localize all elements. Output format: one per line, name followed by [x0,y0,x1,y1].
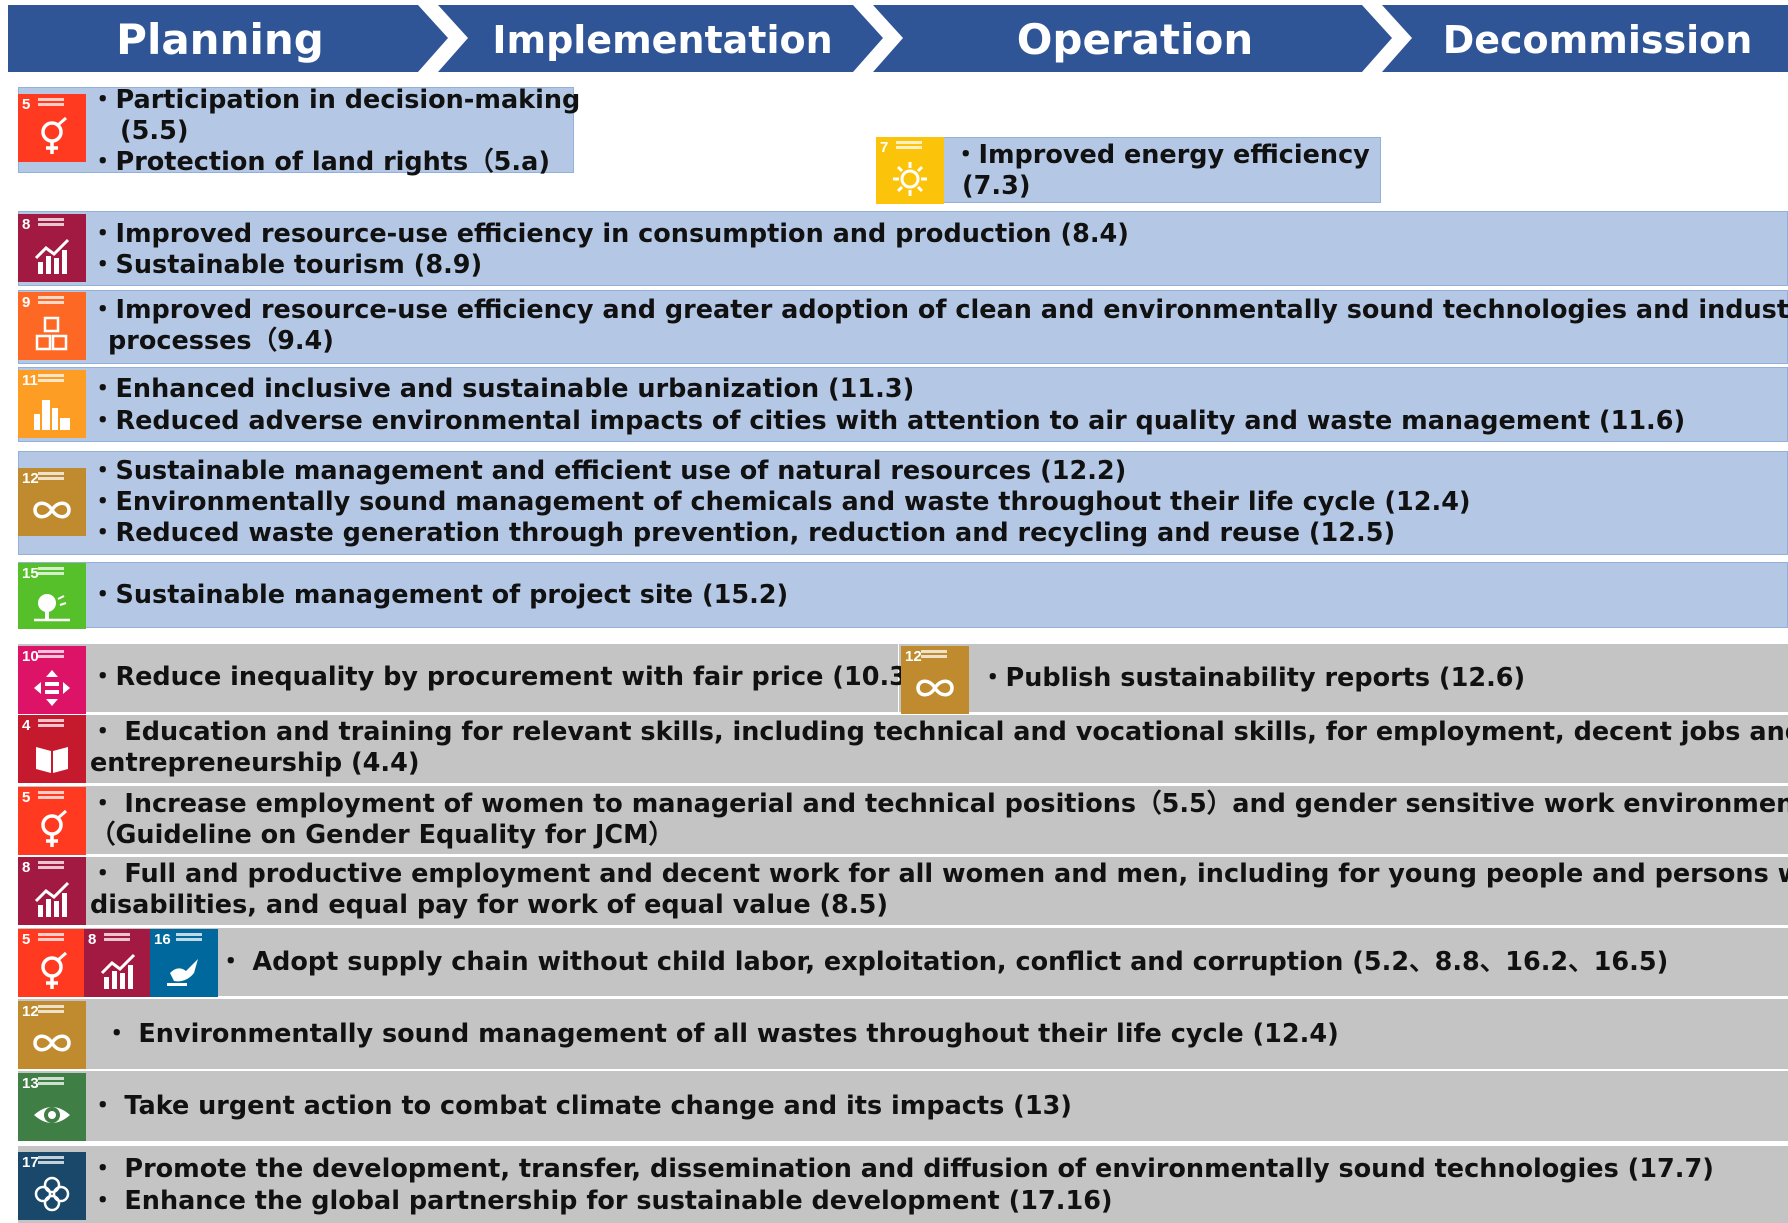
goal8-line-2: ・Sustainable tourism (8.9) [90,250,483,280]
sdg15-tile: 15 [18,563,86,629]
goal4-line-1: ・ Education and training for relevant sk… [90,717,1788,747]
row-goal4 [18,715,1788,783]
row-goal11 [18,367,1788,442]
sun-icon [893,162,927,196]
dove-icon [167,959,198,986]
sdg12b-tile: 12 [901,646,969,714]
goal11-line-1: ・Enhanced inclusive and sustainable urba… [90,374,915,404]
sdg8b-tile: 8 [18,857,86,925]
sdg5-tile: 5 [18,94,86,162]
goal9-line-1: ・Improved resource-use efficiency and gr… [90,295,1788,325]
planning-line-3: ・Protection of land rights（5.a) [90,147,550,177]
growth-chart-icon [100,953,136,989]
equality-icon [34,670,70,706]
row-supply-chain [18,928,1788,996]
growth-chart-icon [34,238,70,274]
energy-line-1: ・Improved energy efficiency [953,140,1370,170]
sdg17-tile: 17 [18,1152,86,1220]
row-goal12-reports [899,644,1788,712]
sdg5b-tile: 5 [18,787,86,855]
goal8b-line-1: ・ Full and productive employment and dec… [90,859,1788,889]
goal10-line-1: ・Reduce inequality by procurement with f… [90,662,919,692]
gender-icon [41,951,67,989]
phase-operation: Operation [1016,15,1254,64]
phase-planning: Planning [116,15,324,64]
row-goal9 [18,290,1788,364]
planning-line-1: ・Participation in decision-making [90,85,581,115]
city-icon [34,400,70,430]
tree-icon [34,594,70,622]
row-goal17 [18,1146,1788,1223]
gender-icon [41,116,67,154]
row-goal13 [18,1071,1788,1141]
phase-decommission: Decommission [1442,18,1753,62]
sdg9-tile: 9 [18,292,86,360]
goal8-line-1: ・Improved resource-use efficiency in con… [90,219,1129,249]
sdg5c-tile: 5 [18,929,86,997]
row-goal10 [18,644,898,712]
row-goal5-gender [18,786,1788,854]
goal17-line-1: ・ Promote the development, transfer, dis… [90,1154,1714,1184]
planning-line-2: (5.5) [120,116,189,146]
sdg10-tile: 10 [18,646,86,714]
infinity-icon [33,1034,71,1052]
sdg12c-tile: 12 [18,1001,86,1069]
sdg12-tile: 12 [18,468,86,536]
cubes-icon [35,316,68,351]
growth-chart-icon [34,881,70,917]
row-goal8 [18,211,1788,286]
goal12-line-2: ・Environmentally sound management of che… [90,487,1471,517]
goal11-line-2: ・Reduced adverse environmental impacts o… [90,406,1686,436]
row-planning-goal5 [18,87,574,173]
sdg7-tile: 7 [876,137,944,204]
energy-line-2: (7.3) [962,171,1031,201]
goal17-line-2: ・ Enhance the global partnership for sus… [90,1186,1113,1216]
goal12-line-3: ・Reduced waste generation through preven… [90,518,1396,548]
row-goal12-wastes [18,999,1788,1069]
goal4-line-2: entrepreneurship (4.4) [90,748,420,778]
infinity-icon [33,501,71,519]
goal5-line-2: （Guideline on Gender Equality for JCM） [90,820,674,850]
phase-chevron-bar [8,5,1788,72]
sdg11-tile: 11 [18,370,86,438]
infinity-icon [916,679,954,697]
row-energy-goal7 [876,137,1381,203]
gender-icon [41,809,67,847]
goal9-line-2: processes（9.4) [108,326,334,356]
row-goal15 [18,562,1788,628]
globe-eye-icon [34,1107,70,1123]
goal15-line-1: ・Sustainable management of project site … [90,580,789,610]
phase-implementation: Implementation [492,18,833,62]
row-goal8-employment [18,857,1788,925]
row-goal12 [18,451,1788,555]
sdg16-tile: 16 [150,929,218,997]
goal12b-line-1: ・Publish sustainability reports (12.6) [980,663,1526,693]
goal12c-line-1: ・ Environmentally sound management of al… [104,1019,1339,1049]
goal8b-line-2: disabilities, and equal pay for work of … [90,890,888,920]
sdg8c-tile: 8 [84,929,152,997]
goal12-line-1: ・Sustainable management and efficient us… [90,456,1127,486]
sdg13-tile: 13 [18,1073,86,1141]
goal13-line-1: ・ Take urgent action to combat climate c… [90,1091,1072,1121]
flower-icon [34,1176,70,1212]
supply-line-1: ・ Adopt supply chain without child labor… [218,947,1669,977]
sdg8-tile: 8 [18,214,86,282]
goal5-line-1: ・ Increase employment of women to manage… [90,789,1788,819]
book-icon [36,747,68,773]
sdg4-tile: 4 [18,715,86,783]
